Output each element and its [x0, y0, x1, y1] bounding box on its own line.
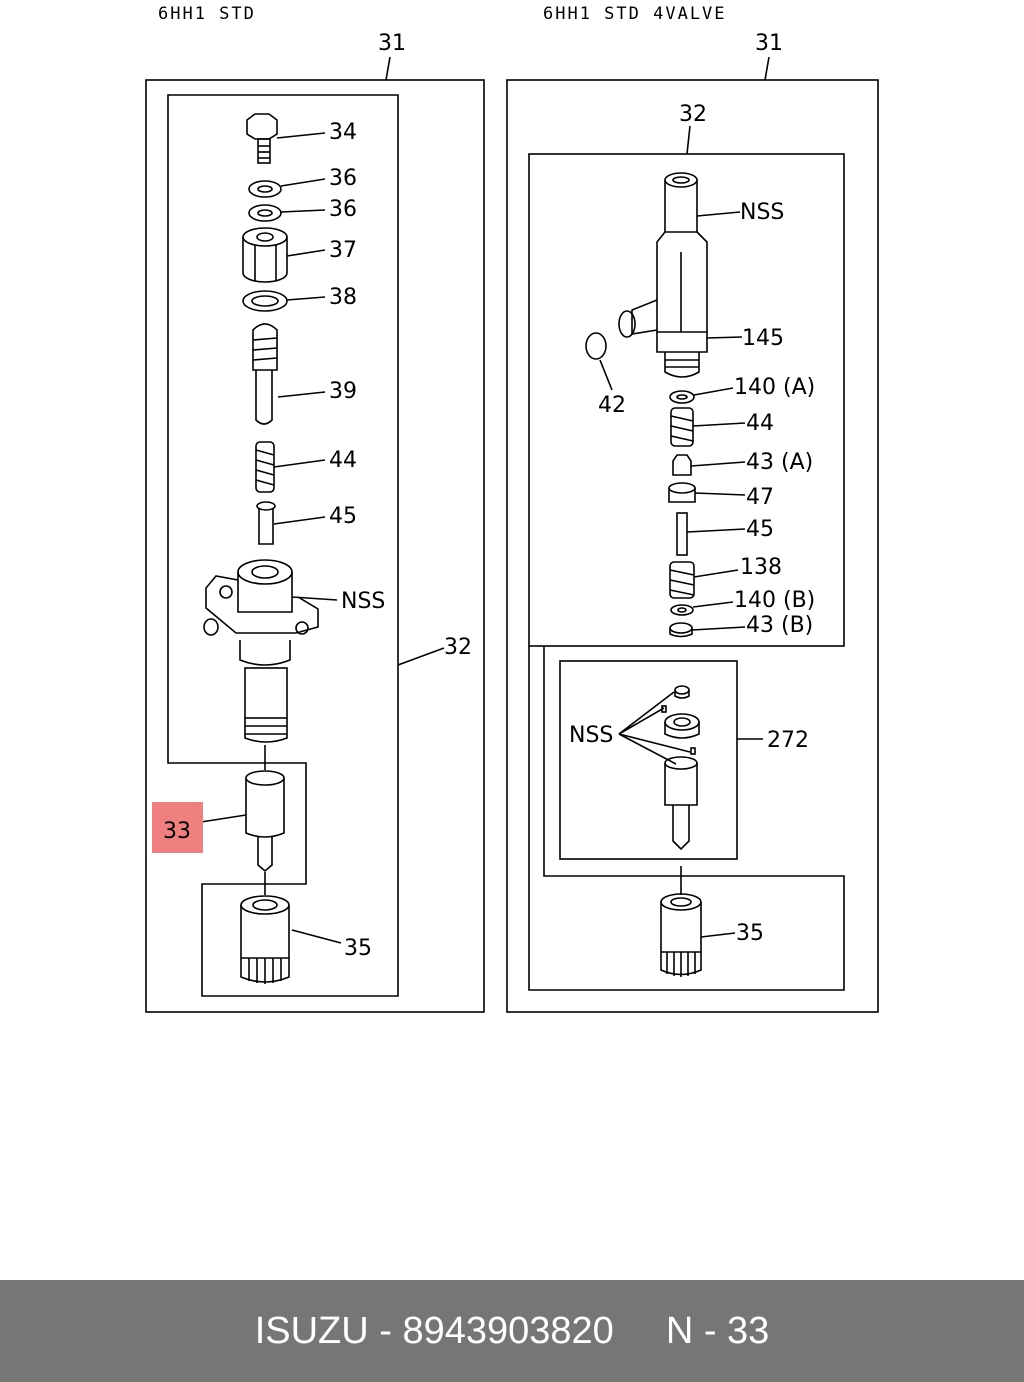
pin-45-right	[676, 512, 688, 556]
callout-31-left: 31	[378, 31, 406, 56]
header-left: 6HH1 STD	[158, 4, 256, 24]
washer-140a	[669, 390, 695, 404]
callout-33[interactable]: 33	[163, 819, 191, 844]
highlight-box-33	[152, 802, 203, 853]
left-outer-frame	[145, 79, 485, 1013]
callout-47: 47	[746, 485, 774, 510]
callout-36b: 36	[329, 197, 357, 222]
washer-36b	[248, 204, 282, 222]
callout-34: 34	[329, 120, 357, 145]
callout-32-left: 32	[444, 635, 472, 660]
callout-44-right: 44	[746, 411, 774, 436]
pin-45-left	[256, 501, 276, 545]
ring-38	[242, 290, 288, 312]
seat-43a	[672, 454, 692, 476]
callout-140b: 140 (B)	[734, 588, 815, 613]
callout-35-left: 35	[344, 936, 372, 961]
callout-145: 145	[742, 326, 784, 351]
callout-nss-left: NSS	[341, 589, 385, 614]
callout-45-left: 45	[329, 504, 357, 529]
callout-nss-top: NSS	[740, 200, 784, 225]
callout-138: 138	[740, 555, 782, 580]
callout-38: 38	[329, 285, 357, 310]
injector-body-nss-right	[618, 172, 708, 378]
guide-47	[668, 482, 696, 503]
footer-part-number: ISUZU - 8943903820	[254, 1309, 614, 1352]
retaining-nut-35-right	[660, 893, 702, 977]
header-right: 6HH1 STD 4VALVE	[543, 4, 727, 24]
footer-reference: N - 33	[665, 1309, 770, 1352]
nut-37	[242, 227, 288, 283]
callout-43a: 43 (A)	[746, 450, 813, 475]
callout-45-right: 45	[746, 517, 774, 542]
callout-31-right: 31	[755, 31, 783, 56]
washer-36a	[248, 180, 282, 198]
callout-43b: 43 (B)	[746, 613, 813, 638]
seat-43b	[669, 622, 693, 634]
callout-32-right: 32	[679, 102, 707, 127]
nozzle-33	[245, 770, 285, 873]
right-inner-frame-32	[528, 153, 845, 647]
kit-272-frame	[559, 660, 738, 860]
callout-36a: 36	[329, 166, 357, 191]
bolt-34	[246, 113, 278, 164]
callout-272: 272	[767, 728, 809, 753]
leader-31-left	[385, 56, 391, 81]
retaining-nut-35-left	[240, 895, 290, 984]
leader-32-left	[397, 647, 445, 666]
callout-nss-kit: NSS	[569, 723, 613, 748]
spring-44-left	[255, 441, 275, 493]
left-inner-frame	[167, 94, 399, 997]
footer-bar: ISUZU - 8943903820 N - 33	[0, 1280, 1024, 1382]
callout-44-left: 44	[329, 448, 357, 473]
o-ring-42	[585, 332, 607, 360]
callout-39: 39	[329, 379, 357, 404]
callout-37: 37	[329, 238, 357, 263]
washer-140b	[670, 604, 694, 616]
callout-140a: 140 (A)	[734, 375, 815, 400]
injector-body-nss	[203, 559, 319, 743]
spring-44-right	[670, 407, 694, 447]
spring-138	[669, 561, 695, 599]
callout-35-right: 35	[736, 921, 764, 946]
right-outer-frame	[506, 79, 879, 1013]
nozzle-kit-parts	[661, 685, 700, 851]
connector-39	[252, 323, 278, 425]
callout-42: 42	[598, 393, 626, 418]
parts-diagram: 31 34 36 36 37 38 39 44 45 NSS 32 33 35 …	[145, 31, 879, 1013]
right-frame-272-35	[528, 646, 845, 991]
